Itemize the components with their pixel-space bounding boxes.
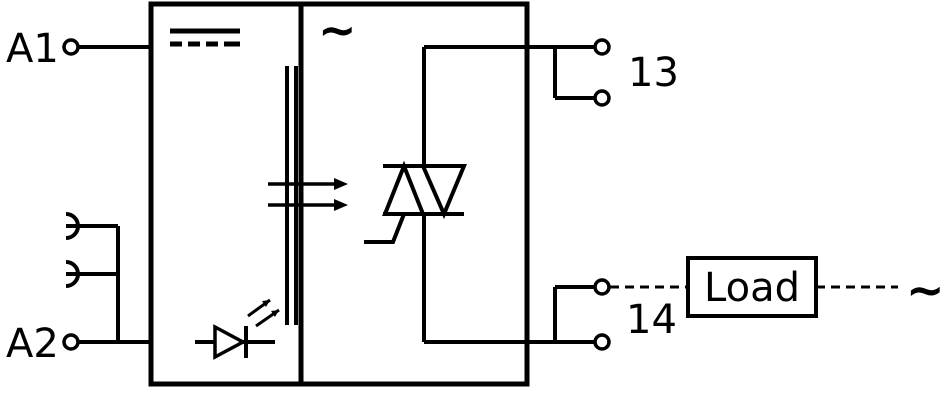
relay-housing [148, 1, 530, 387]
dc-symbol [170, 28, 240, 47]
load-label: Load [704, 265, 800, 311]
terminal-14a [593, 278, 611, 296]
optocoupler-light-guide [285, 66, 298, 325]
terminal-a2-label: A2 [6, 321, 59, 367]
light-arrows-icon [268, 178, 348, 211]
terminal-a1 [62, 38, 80, 56]
terminal-13b [593, 89, 611, 107]
jumper-bridge [65, 212, 120, 342]
load-box [686, 256, 818, 318]
terminal-14-label: 14 [626, 297, 677, 343]
terminal-13-label: 13 [628, 50, 679, 96]
triac-icon [364, 47, 467, 342]
terminal-a1-label: A1 [6, 26, 59, 72]
output-wiring [424, 45, 595, 344]
terminal-a2 [62, 333, 80, 351]
led-diode-icon [195, 298, 280, 360]
ac-symbol-internal: ~ [318, 3, 357, 57]
ac-source-symbol: ~ [906, 263, 945, 317]
terminal-14b [593, 333, 611, 351]
terminal-13a [593, 38, 611, 56]
